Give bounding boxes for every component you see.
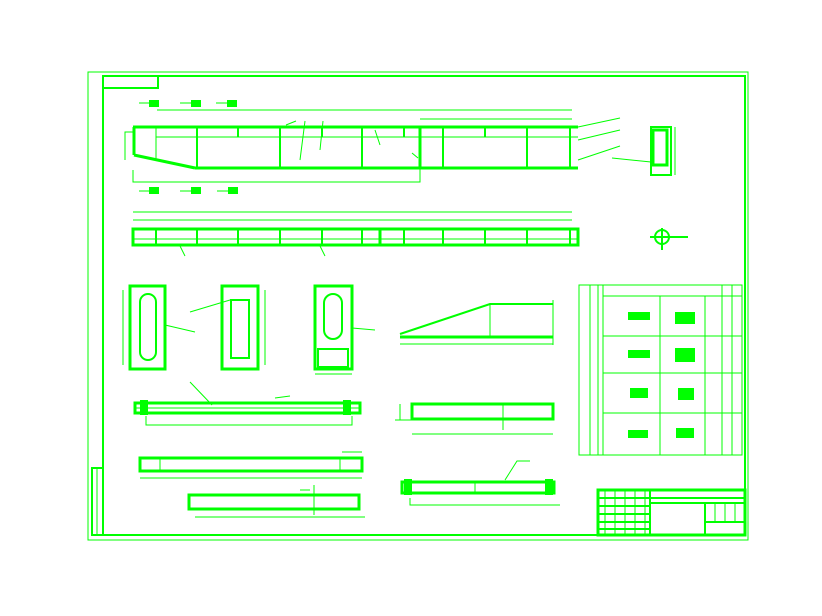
side-section-top-right	[611, 126, 676, 176]
beam-elevation-main	[124, 100, 621, 194]
sheet-border	[87, 71, 749, 541]
sloped-end-piece	[399, 300, 554, 345]
members-lower	[133, 381, 560, 518]
detail-table	[578, 284, 743, 456]
beam-plan	[131, 211, 580, 257]
detail-node	[650, 228, 688, 250]
title-block	[596, 488, 747, 537]
cross-sections	[122, 284, 376, 375]
